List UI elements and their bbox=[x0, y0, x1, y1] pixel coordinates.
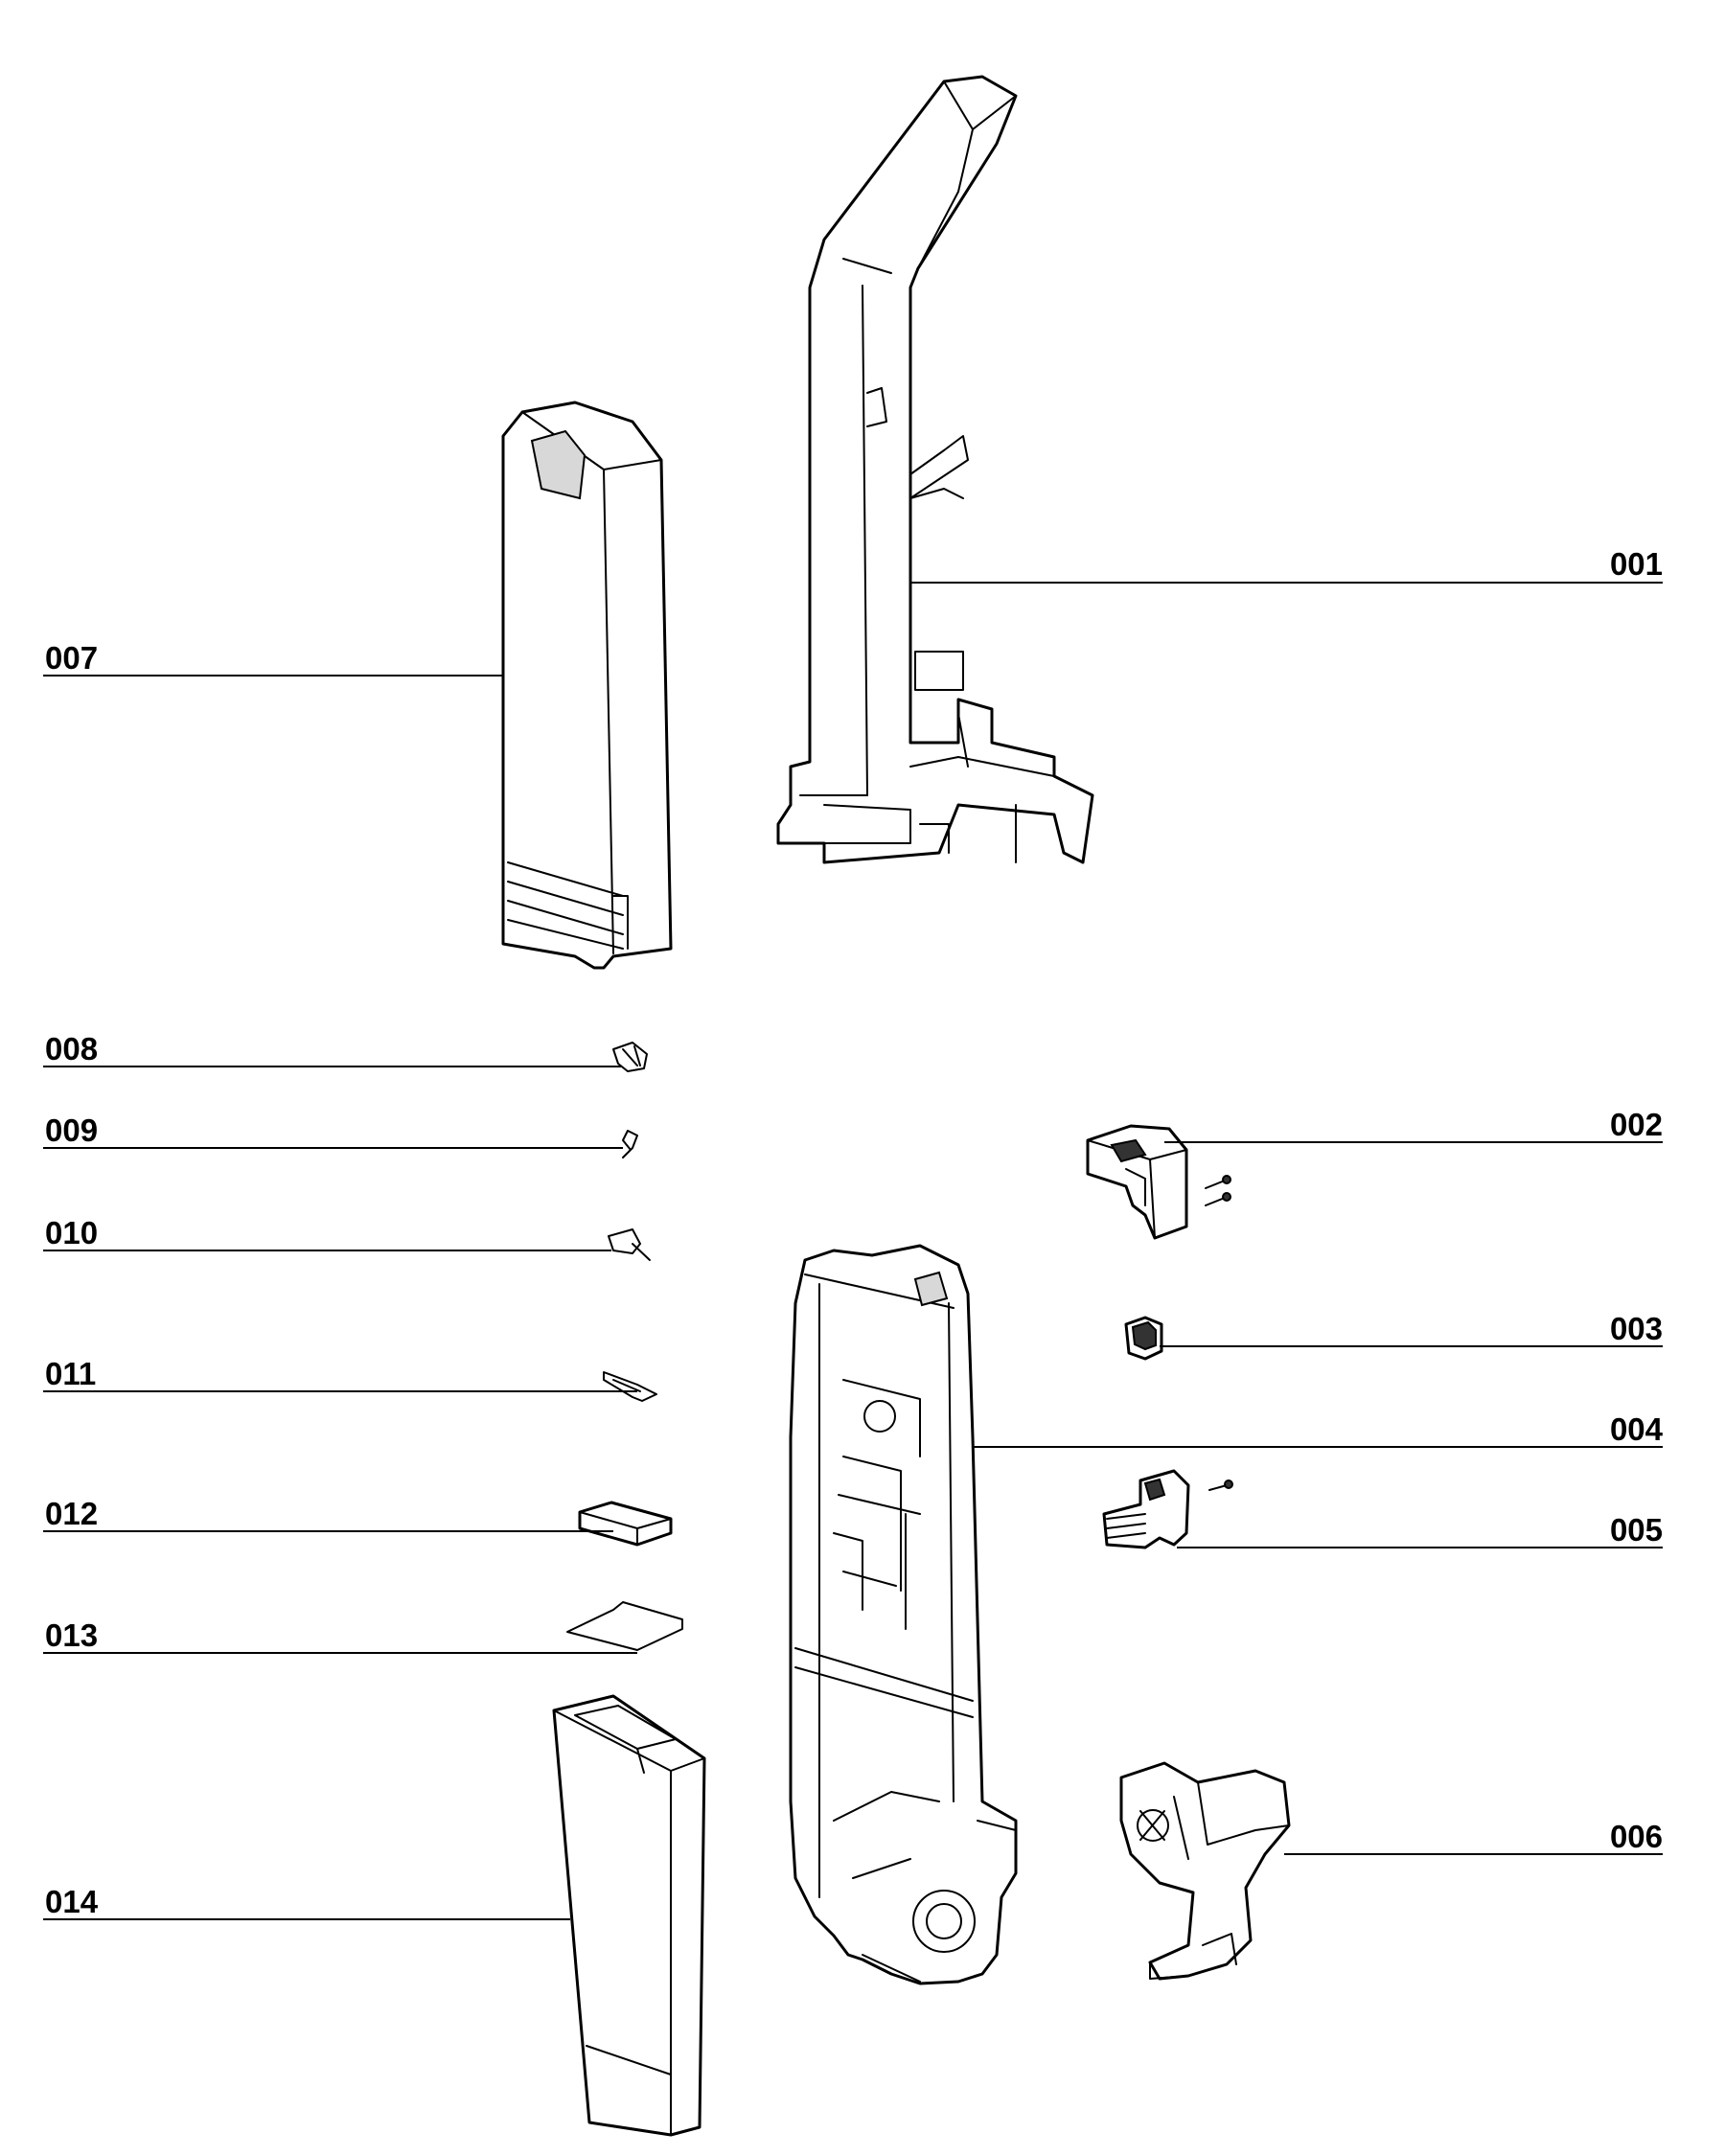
callout-013: 013 bbox=[45, 1617, 98, 1653]
callout-003: 003 bbox=[1610, 1311, 1663, 1346]
part-011-lever bbox=[603, 1371, 657, 1402]
callout-001: 001 bbox=[1610, 546, 1663, 582]
part-002-switch-housing bbox=[1086, 1124, 1231, 1240]
part-012-filter bbox=[578, 1501, 673, 1547]
callout-010: 010 bbox=[45, 1215, 98, 1250]
callout-labels: 001 002 003 004 005 006 007 008 009 010 … bbox=[45, 546, 1664, 1919]
callout-012: 012 bbox=[45, 1496, 98, 1531]
part-008-clip bbox=[612, 1042, 648, 1072]
part-001-handle bbox=[776, 75, 1094, 864]
callout-008: 008 bbox=[45, 1031, 98, 1067]
callout-007: 007 bbox=[45, 640, 98, 676]
part-003-rocker-switch bbox=[1124, 1316, 1163, 1361]
callout-006: 006 bbox=[1610, 1819, 1663, 1854]
part-013-filter-pad bbox=[566, 1601, 683, 1651]
part-004-main-body bbox=[789, 1244, 1018, 1985]
part-014-dust-bag bbox=[552, 1694, 706, 2137]
callout-014: 014 bbox=[45, 1884, 99, 1919]
callout-009: 009 bbox=[45, 1112, 98, 1148]
callout-011: 011 bbox=[45, 1356, 96, 1391]
leader-lines bbox=[43, 582, 1663, 1920]
callout-002: 002 bbox=[1610, 1107, 1663, 1142]
part-007-front-cover bbox=[501, 401, 673, 970]
callout-005: 005 bbox=[1610, 1512, 1663, 1548]
part-009-spring bbox=[622, 1130, 638, 1158]
part-005-pedal bbox=[1102, 1469, 1233, 1549]
part-006-nozzle-housing bbox=[1119, 1761, 1291, 1981]
callout-004: 004 bbox=[1610, 1411, 1664, 1447]
part-010-latch bbox=[608, 1228, 651, 1261]
